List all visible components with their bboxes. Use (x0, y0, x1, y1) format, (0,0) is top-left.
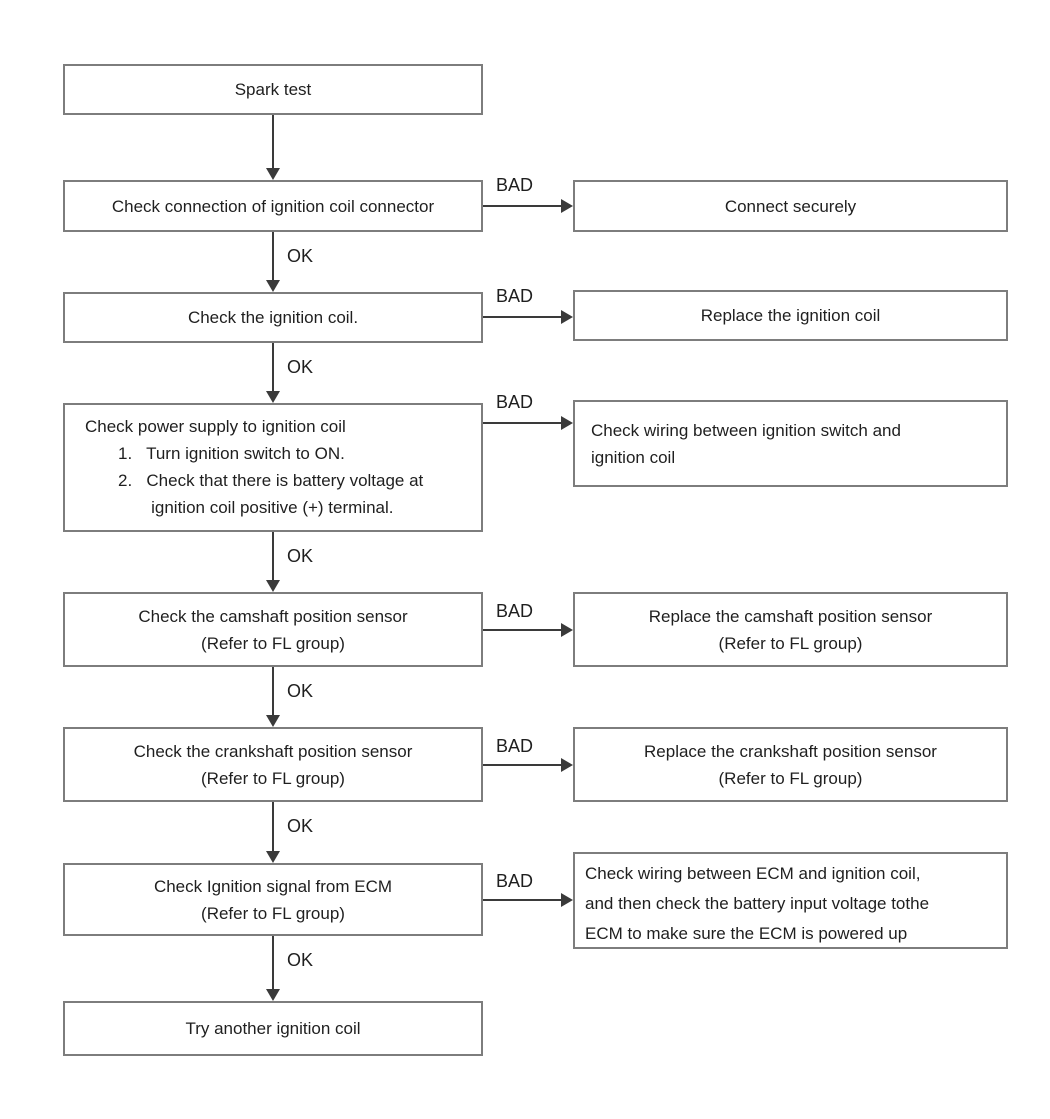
arrowhead-right-icon-3 (561, 416, 573, 430)
ok-label-1: OK (287, 246, 314, 266)
arrowhead-right-icon-4 (561, 623, 573, 637)
arrowhead-right-icon-1 (561, 199, 573, 213)
arrowhead-right-icon-5 (561, 758, 573, 772)
flow-line-bad-4 (483, 629, 561, 631)
flow-line-down-7 (272, 936, 274, 990)
bad-label-5: BAD (496, 736, 534, 756)
step-box-spark-test: Spark test (63, 64, 483, 115)
flow-line-bad-6 (483, 899, 561, 901)
bad-label-1: BAD (496, 175, 534, 195)
ok-label-4: OK (287, 681, 314, 701)
step-box-check-camshaft-sensor: Check the camshaft position sensor (Refe… (63, 592, 483, 667)
action-box-connect-securely: Connect securely (573, 180, 1008, 232)
arrowhead-right-icon-2 (561, 310, 573, 324)
step-box-check-ecm-signal: Check Ignition signal from ECM (Refer to… (63, 863, 483, 936)
action-box-replace-camshaft-sensor: Replace the camshaft position sensor (Re… (573, 592, 1008, 667)
step-label-spark-test: Spark test (234, 80, 312, 99)
step-label-check-camshaft-sensor: Check the camshaft position sensor (Refe… (138, 606, 408, 653)
step-label-check-ecm-signal: Check Ignition signal from ECM (Refer to… (153, 876, 393, 923)
ok-label-2: OK (287, 357, 314, 377)
flow-line-bad-2 (483, 316, 561, 318)
step-label-check-power-supply: Check power supply to ignition coil 1. T… (85, 417, 424, 517)
arrowhead-right-icon-6 (561, 893, 573, 907)
arrowhead-down-icon-5 (266, 715, 280, 727)
action-label-check-wiring-switch: Check wiring between ignition switch and… (591, 420, 901, 467)
arrowhead-down-icon-6 (266, 851, 280, 863)
action-label-connect-securely: Connect securely (724, 196, 857, 216)
action-box-check-wiring-ecm: Check wiring between ECM and ignition co… (573, 852, 1008, 949)
action-label-check-wiring-ecm: Check wiring between ECM and ignition co… (585, 864, 930, 943)
flow-line-bad-3 (483, 422, 561, 424)
step-label-try-another-coil: Try another ignition coil (185, 1019, 361, 1038)
arrowhead-down-icon-1 (266, 168, 280, 180)
flow-line-down-4 (272, 532, 274, 581)
ok-label-3: OK (287, 546, 314, 566)
step-box-check-ignition-coil: Check the ignition coil. (63, 292, 483, 343)
action-box-replace-crankshaft-sensor: Replace the crankshaft position sensor (… (573, 727, 1008, 802)
bad-label-6: BAD (496, 871, 534, 891)
action-label-replace-coil: Replace the ignition coil (700, 306, 881, 325)
step-box-check-power-supply: Check power supply to ignition coil 1. T… (63, 403, 483, 532)
action-box-replace-coil: Replace the ignition coil (573, 290, 1008, 341)
action-box-check-wiring-switch: Check wiring between ignition switch and… (573, 400, 1008, 487)
arrowhead-down-icon-2 (266, 280, 280, 292)
arrowhead-down-icon-4 (266, 580, 280, 592)
step-box-check-connection: Check connection of ignition coil connec… (63, 180, 483, 232)
step-label-check-crankshaft-sensor: Check the crankshaft position sensor (Re… (133, 741, 413, 788)
flow-line-down-1 (272, 115, 274, 169)
arrowhead-down-icon-7 (266, 989, 280, 1001)
step-box-check-crankshaft-sensor: Check the crankshaft position sensor (Re… (63, 727, 483, 802)
flow-line-down-6 (272, 802, 274, 852)
action-label-replace-camshaft-sensor: Replace the camshaft position sensor (Re… (648, 606, 933, 653)
flow-line-bad-1 (483, 205, 561, 207)
ok-label-6: OK (287, 950, 314, 970)
step-label-check-connection: Check connection of ignition coil connec… (111, 196, 435, 216)
ok-label-5: OK (287, 816, 314, 836)
flow-line-down-5 (272, 667, 274, 716)
action-label-replace-crankshaft-sensor: Replace the crankshaft position sensor (… (644, 741, 937, 788)
step-label-check-ignition-coil: Check the ignition coil. (187, 308, 359, 327)
flow-line-bad-5 (483, 764, 561, 766)
flow-line-down-2 (272, 232, 274, 281)
bad-label-2: BAD (496, 286, 534, 306)
bad-label-4: BAD (496, 601, 534, 621)
step-box-try-another-coil: Try another ignition coil (63, 1001, 483, 1056)
bad-label-3: BAD (496, 392, 534, 412)
arrowhead-down-icon-3 (266, 391, 280, 403)
flow-line-down-3 (272, 343, 274, 392)
